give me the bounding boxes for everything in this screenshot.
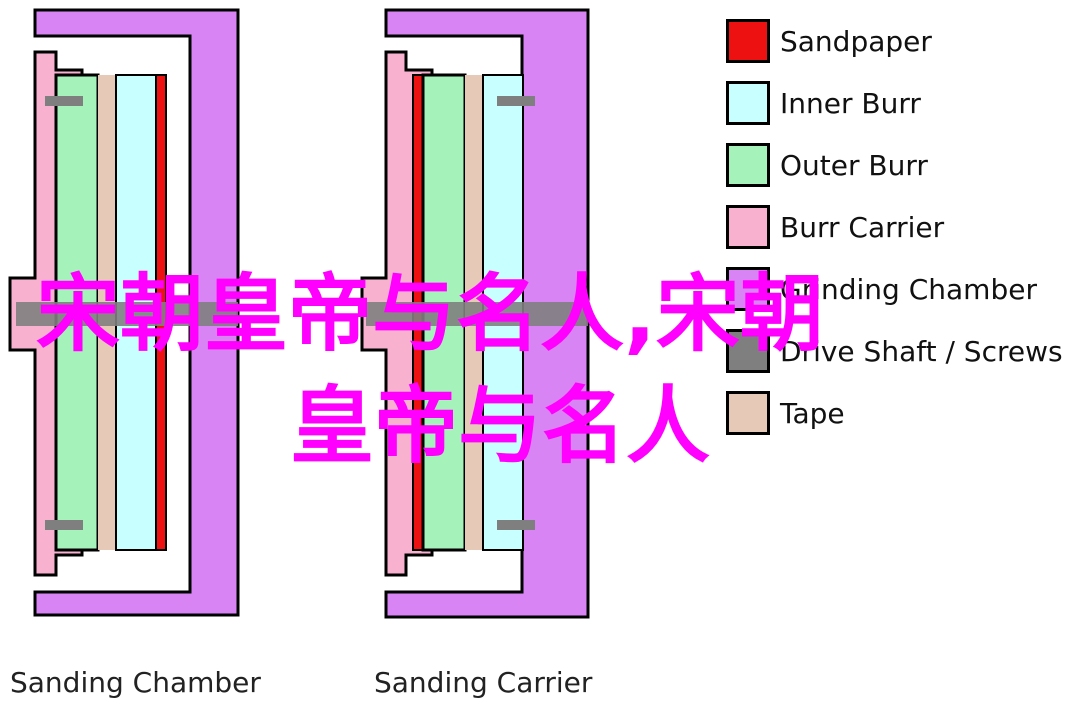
right-drive-shaft xyxy=(366,302,588,326)
legend-label: Grinding Chamber xyxy=(780,272,1037,306)
legend-swatch xyxy=(726,19,770,63)
legend-label: Drive Shaft / Screws xyxy=(780,334,1063,368)
legend-item-sandpaper: Sandpaper xyxy=(726,18,932,64)
legend-swatch xyxy=(726,143,770,187)
legend-swatch xyxy=(726,267,770,311)
watermark-line-2: 皇帝与名人 xyxy=(290,377,711,475)
left-drive-shaft xyxy=(16,302,238,326)
sanding-carrier-assembly xyxy=(360,8,590,619)
legend-item-outer-burr: Outer Burr xyxy=(726,142,928,188)
legend-label: Inner Burr xyxy=(780,86,921,120)
legend-swatch xyxy=(726,329,770,373)
caption-sanding-chamber: Sanding Chamber xyxy=(10,666,261,699)
left-screw-top xyxy=(45,96,83,106)
legend-item-drive-shaft: Drive Shaft / Screws xyxy=(726,328,1063,374)
legend-item-tape: Tape xyxy=(726,390,845,436)
left-screw-bottom xyxy=(45,520,83,530)
legend-label: Sandpaper xyxy=(780,24,932,58)
legend-item-inner-burr: Inner Burr xyxy=(726,80,921,126)
legend-label: Outer Burr xyxy=(780,148,928,182)
caption-sanding-carrier: Sanding Carrier xyxy=(374,666,593,699)
legend-label: Burr Carrier xyxy=(780,210,945,244)
legend-label: Tape xyxy=(780,396,845,430)
right-grinding-chamber xyxy=(384,8,590,619)
right-screw-bottom xyxy=(497,520,535,530)
legend-swatch xyxy=(726,205,770,249)
sanding-chamber-assembly xyxy=(8,8,240,617)
legend-swatch xyxy=(726,81,770,125)
legend-item-burr-carrier: Burr Carrier xyxy=(726,204,944,250)
watermark-line-1: 宋朝皇帝与名人,宋朝 xyxy=(36,265,824,363)
legend-swatch xyxy=(726,391,770,435)
legend-item-grinding-chamber: Grinding Chamber xyxy=(726,266,1037,312)
right-screw-top xyxy=(497,96,535,106)
